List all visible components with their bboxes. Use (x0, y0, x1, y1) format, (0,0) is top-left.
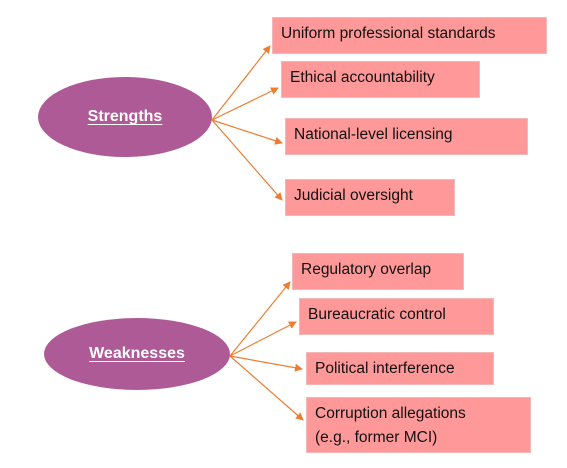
strength-item: Ethical accountability (281, 61, 480, 98)
weakness-item: Bureaucratic control (299, 298, 494, 335)
strength-item: National-level licensing (285, 118, 528, 155)
weakness-item-text: (e.g., former MCI) (315, 429, 438, 446)
weakness-item-text: Regulatory overlap (301, 261, 432, 278)
strength-item-text: Uniform professional standards (281, 25, 496, 42)
connector-arrow (211, 87, 279, 121)
connector-arrow (211, 119, 283, 201)
weakness-item: Political interference (306, 352, 494, 385)
weakness-item-text: Corruption allegations (315, 405, 466, 422)
strength-item: Judicial oversight (285, 179, 455, 216)
strength-item: Uniform professional standards (272, 17, 547, 54)
strength-item-text: Ethical accountability (290, 69, 435, 86)
connector-arrow (229, 281, 291, 357)
weakness-item: Corruption allegations (e.g., former MCI… (306, 397, 531, 453)
connector-arrow (229, 321, 297, 357)
connector-arrow (229, 355, 304, 421)
strengths-node: Strengths (38, 77, 212, 157)
strength-item-text: Judicial oversight (294, 187, 413, 204)
connector-arrow (211, 45, 271, 121)
connector-arrow (211, 119, 283, 145)
strength-item-text: National-level licensing (294, 126, 453, 143)
weaknesses-node: Weaknesses (44, 318, 230, 390)
strengths-label: Strengths (87, 108, 163, 125)
connector-arrow (229, 355, 303, 372)
weakness-item: Regulatory overlap (292, 253, 464, 290)
weaknesses-label: Weaknesses (89, 345, 185, 362)
weakness-item-text: Bureaucratic control (308, 306, 446, 323)
weakness-item-text: Political interference (315, 360, 455, 377)
